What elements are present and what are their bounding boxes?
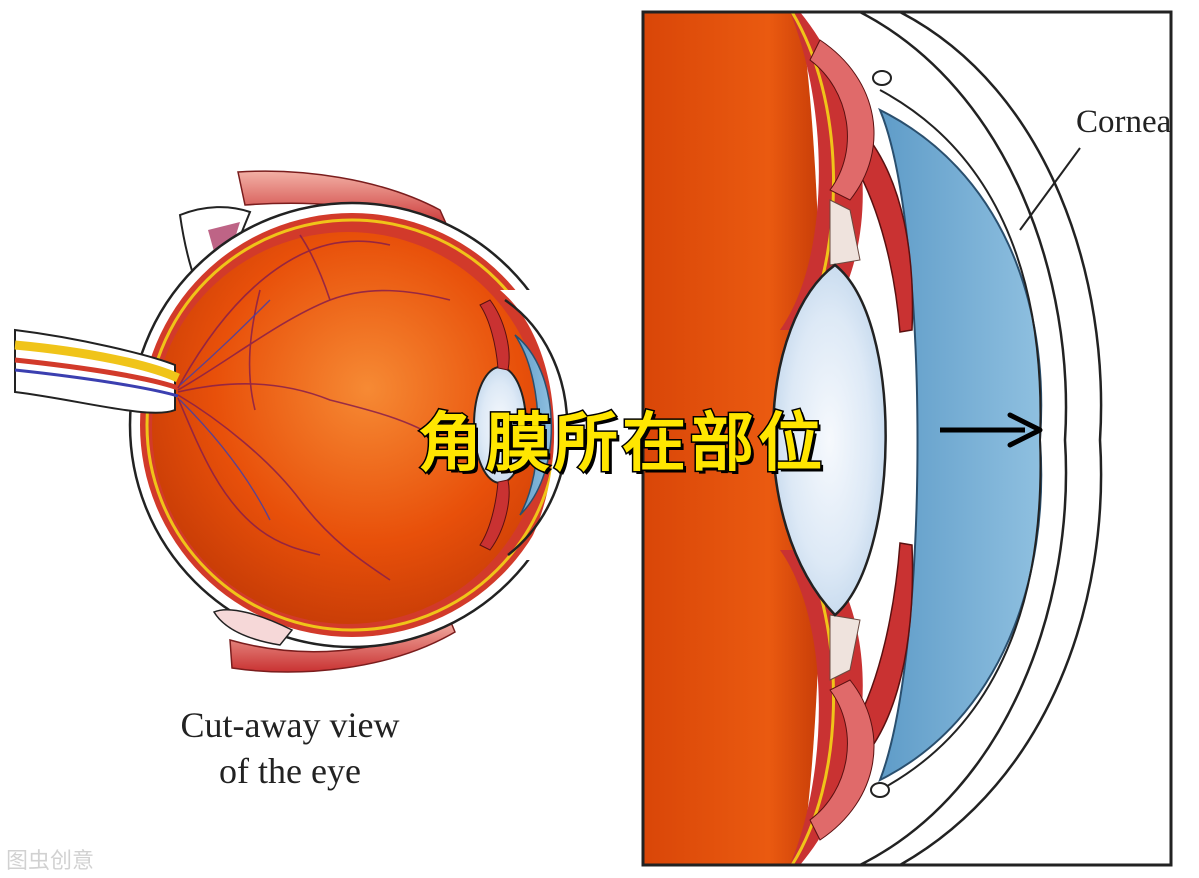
caption-line-2: of the eye bbox=[219, 751, 361, 791]
anterior-chamber-cut bbox=[500, 290, 586, 560]
lower-orbit-outline bbox=[212, 608, 294, 646]
closeup-iris-upper bbox=[854, 128, 914, 333]
caption-line-1: Cut-away view bbox=[180, 705, 400, 745]
cornea-leader-line bbox=[1019, 147, 1081, 231]
watermark: 图虫创意 bbox=[6, 849, 95, 874]
ciliary-lower bbox=[479, 479, 510, 551]
aqueous-humor bbox=[514, 334, 553, 516]
inferior-muscle bbox=[229, 618, 456, 673]
schlemm-canal-upper bbox=[872, 70, 892, 86]
closeup-cornea-inner-line bbox=[879, 89, 1042, 791]
closeup-lens bbox=[771, 263, 887, 617]
optic-nerve-red bbox=[14, 357, 179, 391]
closeup-panel bbox=[641, 10, 1173, 867]
cornea-left bbox=[504, 298, 569, 556]
closeup-vitreous bbox=[643, 12, 823, 865]
vitreous bbox=[152, 232, 544, 624]
closeup-iris-lower bbox=[854, 542, 914, 762]
closeup-frame bbox=[641, 10, 1173, 867]
annotation-arrow bbox=[940, 412, 1043, 448]
retinal-vessels bbox=[177, 234, 451, 581]
ciliary-upper bbox=[479, 299, 510, 371]
cutaway-eye bbox=[14, 170, 586, 673]
closeup-aqueous bbox=[878, 107, 1043, 783]
closeup-ciliary-upper bbox=[809, 39, 875, 201]
closeup-ciliary-lower bbox=[809, 679, 875, 841]
annotation-text: 角膜所在部位 bbox=[417, 406, 826, 483]
closeup-zonules-upper bbox=[829, 199, 861, 266]
closeup-zonules-lower bbox=[829, 614, 861, 681]
optic-nerve-blue bbox=[14, 368, 179, 398]
retinal-vessels-blue bbox=[179, 299, 271, 521]
closeup-cornea bbox=[859, 12, 1103, 865]
optic-nerve-yellow bbox=[14, 340, 180, 383]
cornea-label: Cornea bbox=[1076, 104, 1172, 140]
figure-caption: Cut-away view of the eye bbox=[120, 702, 460, 794]
schlemm-canal-lower bbox=[870, 782, 890, 798]
